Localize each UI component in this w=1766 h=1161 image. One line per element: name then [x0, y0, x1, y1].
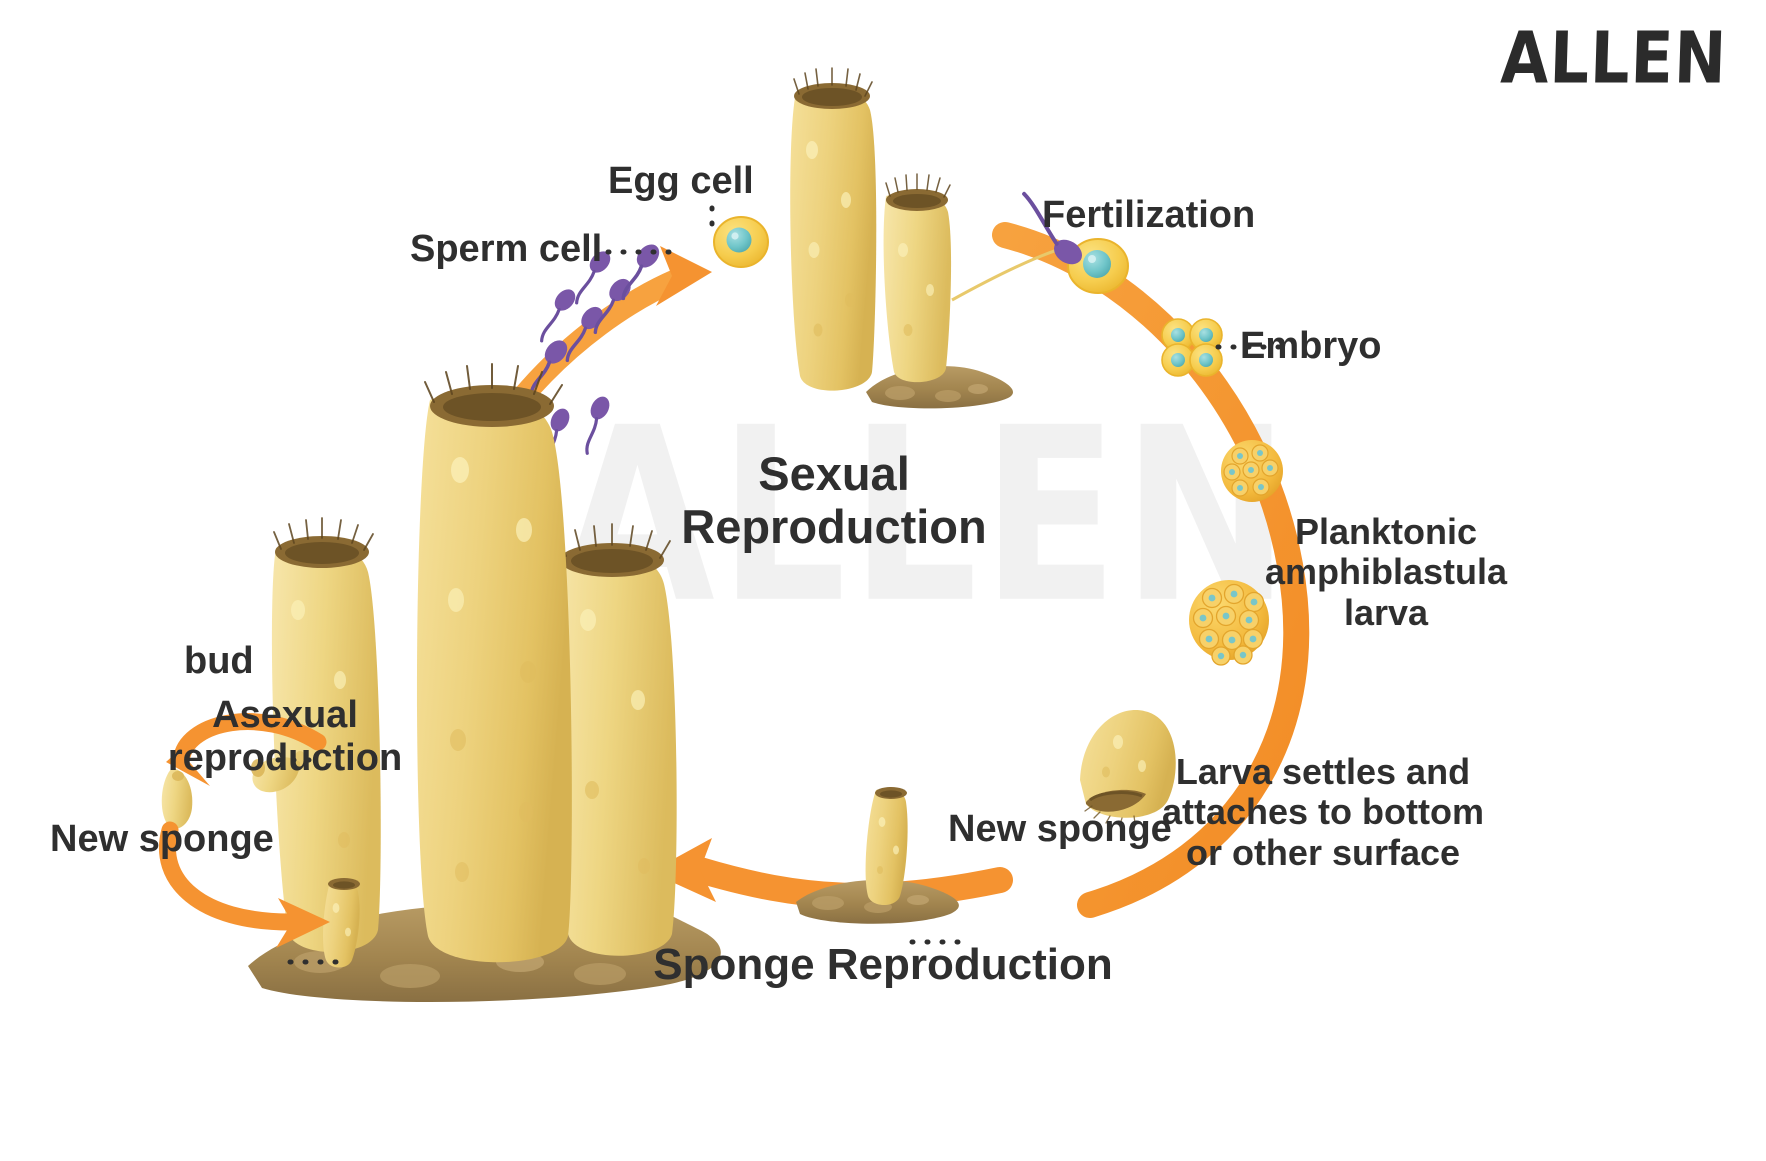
label-egg-cell: Egg cell [608, 160, 754, 202]
label-asexual-reproduction: Asexual reproduction [167, 694, 403, 779]
label-bud: bud [184, 640, 254, 682]
egg-cell-illustration [713, 216, 769, 268]
label-fertilization: Fertilization [1042, 194, 1256, 236]
center-title-sexual-reproduction: Sexual Reproduction [681, 447, 987, 553]
main-sponge-colony-illustration [248, 363, 721, 1002]
label-planktonic-larva: Planktonic amphiblastula larva [1264, 511, 1508, 633]
top-sponge-group [790, 67, 1013, 409]
label-sperm-cell: Sperm cell [410, 228, 603, 270]
morula-illustration [1221, 440, 1283, 502]
label-new-sponge-right: New sponge [948, 808, 1172, 850]
label-larva-settles: Larva settles and attaches to bottom or … [1161, 751, 1484, 873]
settled-larva-illustration [1080, 709, 1176, 826]
new-sponge-center-illustration [796, 787, 959, 924]
label-new-sponge-left: New sponge [50, 818, 274, 860]
asexual-cycle-arrow [158, 713, 330, 948]
figure-title: Sponge Reproduction [653, 940, 1113, 989]
sperm-cells [529, 244, 660, 467]
amphiblastula-larva-illustration [1189, 580, 1269, 666]
embryo-illustration [1161, 318, 1223, 377]
leader-lines [275, 205, 1285, 965]
allen-watermark: ALLEN [560, 376, 1294, 657]
fertilization-illustration [1022, 191, 1129, 294]
label-embryo: Embryo [1240, 325, 1382, 367]
